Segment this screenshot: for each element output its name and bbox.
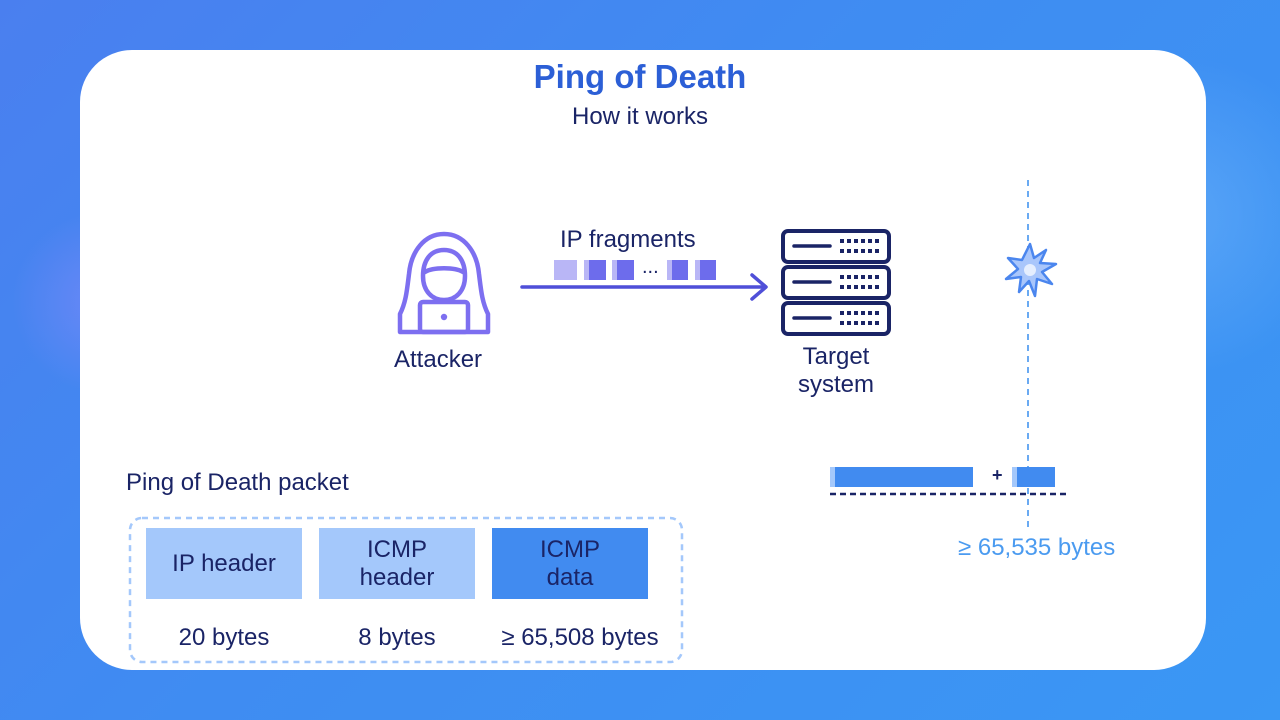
segment-label-line2: data xyxy=(546,563,594,591)
target-label-line1: Target xyxy=(802,343,870,370)
hooded-hacker-icon xyxy=(397,231,491,335)
segment-label-line1: IP header xyxy=(172,549,276,577)
page-title: Ping of Death xyxy=(533,58,747,95)
overflow-bars xyxy=(830,467,1066,496)
server-rack-icon xyxy=(781,229,891,336)
fragments-label: IP fragments xyxy=(560,226,696,253)
fragments-strip xyxy=(554,260,716,280)
segment-label-line2: header xyxy=(359,563,435,591)
target-label-line2: system xyxy=(797,371,874,398)
packet-dashed-border xyxy=(128,516,684,664)
segment-size-icmp-data: ≥ 65,508 bytes xyxy=(501,624,659,651)
fragments-ellipsis: ... xyxy=(642,256,659,278)
overflow-size-label: ≥ 65,535 bytes xyxy=(958,534,1116,561)
page-subtitle: How it works xyxy=(571,103,709,130)
attacker-label: Attacker xyxy=(394,346,483,373)
packet-title: Ping of Death packet xyxy=(126,469,349,496)
packet-segment-ip-header: IP header xyxy=(146,528,302,599)
segment-label-line1: ICMP xyxy=(366,535,427,563)
segment-label-line1: ICMP xyxy=(540,535,600,563)
segment-size-ip-header: 20 bytes xyxy=(178,624,270,651)
burst-star-icon xyxy=(1004,242,1058,298)
arrow-right-icon xyxy=(520,273,768,301)
target-label: Target system xyxy=(776,343,896,399)
packet-segment-icmp-data: ICMP data xyxy=(492,528,648,599)
packet-segment-icmp-header: ICMP header xyxy=(319,528,475,599)
overflow-plus: + xyxy=(992,465,1003,485)
segment-size-icmp-header: 8 bytes xyxy=(358,624,436,651)
